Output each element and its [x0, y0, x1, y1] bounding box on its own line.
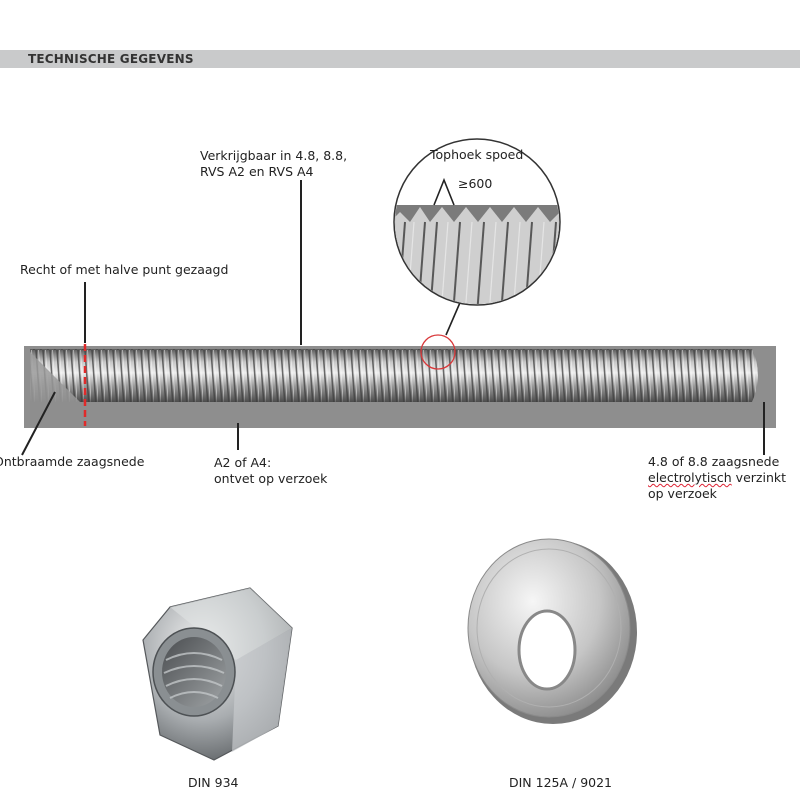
- hex-nut-image: [142, 587, 293, 761]
- pitch-marker-circle: [420, 334, 456, 370]
- washer-caption: DIN 125A / 9021: [509, 775, 613, 790]
- section-title: TECHNISCHE GEGEVENS: [28, 52, 194, 66]
- leader-lines: [21, 180, 765, 456]
- pitch-magnifier: [393, 138, 561, 306]
- availability-label: Verkrijgbaar in 4.8, 8.8, RVS A2 en RVS …: [200, 148, 348, 179]
- cut-label: Recht of met halve punt gezaagd: [20, 262, 229, 277]
- header-bar: [0, 50, 800, 68]
- galvanized-label: 4.8 of 8.8 zaagsnede electrolytisch verz…: [648, 454, 786, 501]
- pitch-angle-label: ≥600: [458, 176, 493, 191]
- washer-image: [467, 538, 637, 724]
- nut-caption: DIN 934: [188, 775, 239, 790]
- threaded-rod: [30, 349, 758, 402]
- pitch-title-label: Tophoek spoed: [430, 147, 524, 162]
- grease-label: A2 of A4: ontvet op verzoek: [214, 455, 328, 486]
- deburred-label: Ontbraamde zaagsnede: [0, 454, 145, 469]
